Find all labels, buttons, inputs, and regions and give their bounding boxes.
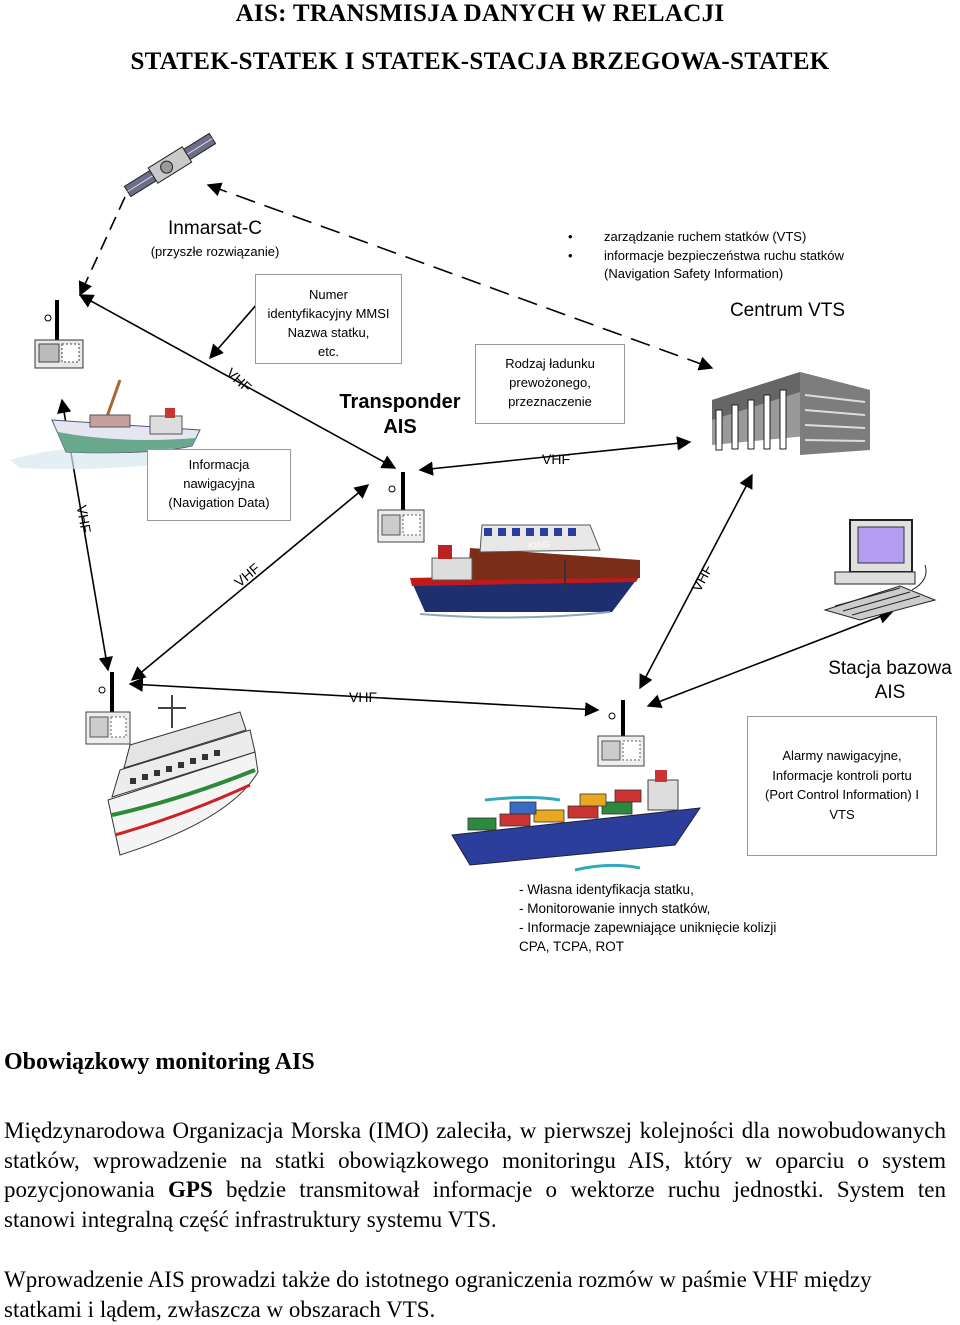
vts-building-icon bbox=[712, 372, 870, 455]
cargo-line-1: Rodzaj ładunku bbox=[505, 356, 595, 371]
vhf-label-2: VHF bbox=[542, 451, 570, 467]
ais-transponder-icon-3 bbox=[85, 672, 131, 745]
vts-bullet-text-2: informacje bezpieczeństwa ruchu statków bbox=[604, 247, 844, 263]
paragraph-1-part-b: będzie transmitował informacje o wektorz… bbox=[4, 1177, 946, 1232]
section-heading: Obowiązkowy monitoring AIS bbox=[4, 1049, 315, 1075]
paragraph-1: Międzynarodowa Organizacja Morska (IMO) … bbox=[4, 1116, 946, 1234]
paragraph-2: Wprowadzenie AIS prowadzi także do istot… bbox=[4, 1267, 872, 1322]
cargo-line-3: przeznaczenie bbox=[508, 394, 592, 409]
alarm-line-2: Informacje kontroli portu bbox=[772, 767, 912, 783]
vts-bullet-2: • informacje bezpieczeństwa ruchu statków bbox=[568, 247, 844, 266]
ais-transponder-icon-2 bbox=[377, 472, 425, 543]
feeder-ship-icon bbox=[451, 770, 702, 872]
container-ship-icon bbox=[410, 524, 640, 619]
ais-transponder-icon bbox=[34, 300, 84, 369]
title-line-1: AIS: TRANSMISJA DANYCH W RELACJI bbox=[235, 0, 725, 27]
centrum-vts-label: Centrum VTS bbox=[729, 300, 846, 321]
alarm-line-1: Alarmy nawigacyjne, bbox=[782, 748, 902, 763]
alarm-box: Alarmy nawigacyjne, Informacje kontroli … bbox=[747, 716, 937, 856]
mmsi-line-1: Numer bbox=[308, 287, 348, 302]
diagram-canvas bbox=[10, 132, 937, 872]
gps-term: GPS bbox=[168, 1177, 213, 1202]
mmsi-line-3: Nazwa statku, bbox=[287, 325, 370, 340]
inmarsat-label: Inmarsat-C bbox=[168, 218, 262, 239]
vhf-label-6: VHF bbox=[349, 689, 377, 705]
vts-bullet-3: (Navigation Safety Information) bbox=[568, 265, 844, 284]
nav-data-box: Informacja nawigacyjna (Navigation Data) bbox=[147, 449, 291, 521]
bullet-symbol: • bbox=[568, 229, 573, 244]
title-line-2: STATEK-STATEK I STATEK-STACJA BRZEGOWA-S… bbox=[130, 48, 830, 75]
function-item-3: - Informacje zapewniające uniknięcie kol… bbox=[519, 920, 777, 935]
transponder-label: Transponder AIS bbox=[325, 390, 475, 440]
ais-transponder-icon-4 bbox=[597, 700, 645, 767]
nav-line-1: Informacja bbox=[188, 457, 250, 472]
vts-bullet-text-1: zarządzanie ruchem statków (VTS) bbox=[604, 229, 807, 244]
base-station-line-2: AIS bbox=[874, 682, 906, 703]
cargo-box: Rodzaj ładunku prewożonego, przeznaczeni… bbox=[475, 344, 625, 424]
function-item-2: - Monitorowanie innych statków, bbox=[519, 901, 711, 916]
bullet-symbol: • bbox=[568, 247, 573, 263]
alarm-line-3: (Port Control Information) I bbox=[765, 787, 919, 802]
inmarsat-note: (przyszłe rozwiązanie) bbox=[150, 244, 280, 259]
mmsi-box: Numer identyfikacyjny MMSI Nazwa statku,… bbox=[255, 274, 402, 364]
mmsi-line-2: identyfikacyjny MMSI bbox=[267, 306, 390, 321]
vts-bullet-text-3: (Navigation Safety Information) bbox=[604, 266, 784, 281]
base-station-label: Stacja bazowa AIS bbox=[805, 657, 960, 705]
nav-line-2: nawigacyjna bbox=[183, 476, 255, 491]
mmsi-line-4: etc. bbox=[318, 344, 339, 359]
function-list: - Własna identyfikacja statku, - Monitor… bbox=[519, 880, 776, 956]
vts-bullet-1: • zarządzanie ruchem statków (VTS) bbox=[568, 228, 844, 247]
cargo-line-2: prewożonego, bbox=[509, 375, 591, 390]
transponder-line-2: AIS bbox=[383, 416, 417, 438]
computer-icon bbox=[823, 519, 937, 621]
vts-bullet-list: • zarządzanie ruchem statków (VTS) • infor… bbox=[568, 228, 844, 284]
ferry-ship-icon bbox=[107, 695, 259, 856]
base-station-line-1: Stacja bazowa bbox=[828, 658, 952, 679]
alarm-line-4: VTS bbox=[829, 806, 855, 822]
transponder-line-1: Transponder bbox=[339, 391, 461, 413]
function-item-4: CPA, TCPA, ROT bbox=[519, 939, 625, 954]
nav-line-3: (Navigation Data) bbox=[168, 495, 270, 510]
paragraph-1-part-a: Międzynarodowa Organizacja Morska (IMO) … bbox=[4, 1118, 946, 1202]
satellite-icon bbox=[123, 132, 217, 198]
function-item-1: - Własna identyfikacja statku, bbox=[519, 882, 694, 897]
